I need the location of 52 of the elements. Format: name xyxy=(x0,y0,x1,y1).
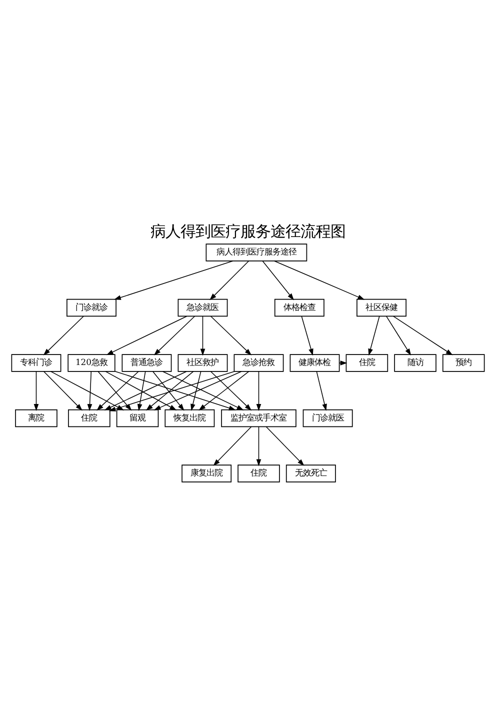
arrow xyxy=(266,426,304,466)
node-box: 住院 xyxy=(68,408,110,427)
node-box: 恢复出院 xyxy=(164,408,215,427)
arrow xyxy=(106,315,188,355)
arrow xyxy=(274,260,365,300)
arrow xyxy=(114,260,234,300)
diagram-title: 病人得到医疗服务途径流程图 xyxy=(150,222,346,240)
arrow xyxy=(137,370,146,410)
arrow xyxy=(256,426,262,466)
node-box: 急诊就医 xyxy=(178,298,228,316)
arrow xyxy=(301,315,314,356)
arrow xyxy=(256,370,262,410)
node-box: 住院 xyxy=(346,354,388,372)
node-box: 预约 xyxy=(442,354,485,372)
node-box: 健康体检 xyxy=(290,354,340,372)
node-box: 社区救护 xyxy=(178,354,228,372)
arrow xyxy=(210,370,252,410)
node-box: 病人得到医疗服务途径 xyxy=(206,243,308,261)
node-box: 离院 xyxy=(15,408,58,427)
arrow xyxy=(262,260,294,300)
node-box: 120急救 xyxy=(68,354,116,372)
arrow xyxy=(34,370,39,410)
arrow xyxy=(213,426,252,466)
arrow xyxy=(43,315,84,355)
node-box: 无效死亡 xyxy=(286,464,336,482)
arrow xyxy=(87,370,92,410)
arrow xyxy=(152,370,184,410)
node-box: 留观 xyxy=(116,408,159,427)
arrow xyxy=(154,315,196,355)
arrow xyxy=(198,370,250,410)
arrow xyxy=(210,260,250,300)
arrow xyxy=(146,370,194,410)
arrow xyxy=(210,315,252,355)
node-box: 普通急诊 xyxy=(122,354,172,372)
node-box: 急诊抢救 xyxy=(234,354,284,372)
node-box: 监护室或手术室 xyxy=(221,408,296,427)
arrow xyxy=(386,315,412,356)
node-box: 住院 xyxy=(238,464,280,482)
arrow xyxy=(316,370,327,410)
node-box: 体格检查 xyxy=(274,298,324,316)
arrow xyxy=(43,370,82,410)
arrow xyxy=(200,315,206,356)
node-box: 康复出院 xyxy=(182,464,232,482)
node-box: 随访 xyxy=(394,354,436,372)
node-box: 专科门诊 xyxy=(11,354,62,372)
node-box: 门诊就诊 xyxy=(66,298,116,316)
arrow xyxy=(339,360,348,365)
arrow xyxy=(392,315,453,355)
arrow xyxy=(190,370,202,410)
node-box: 社区保健 xyxy=(356,298,406,316)
arrow xyxy=(368,315,380,356)
node-box: 门诊就医 xyxy=(302,408,353,427)
